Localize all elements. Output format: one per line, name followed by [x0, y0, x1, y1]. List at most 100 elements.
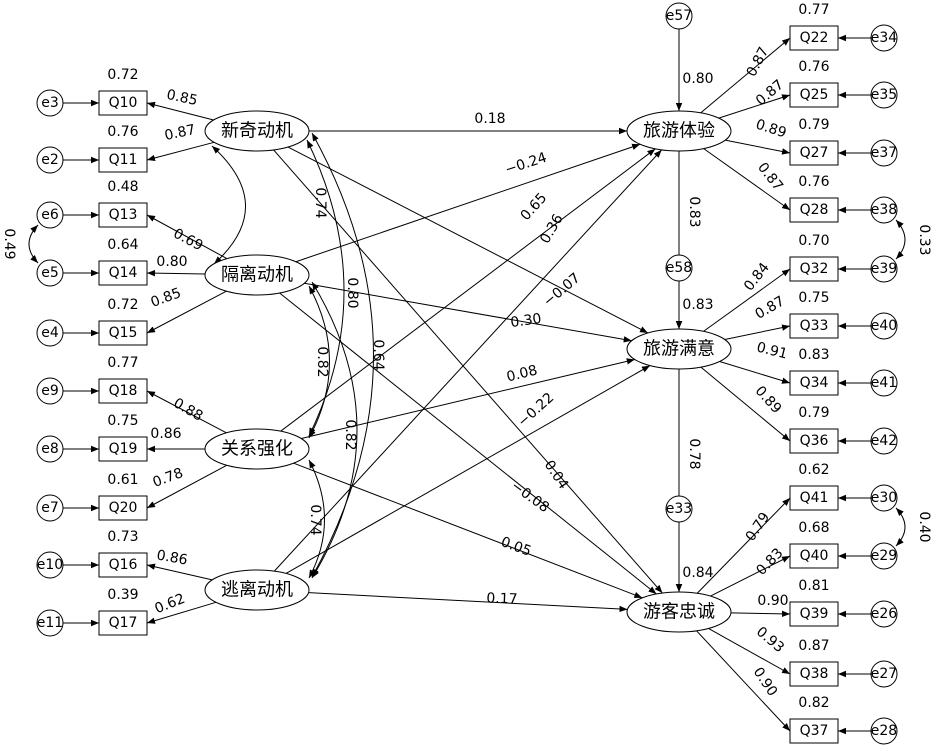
- indicator-box-Q18: [98, 378, 148, 404]
- indicator-box-Q14: [98, 260, 148, 286]
- indicator-r2-Q17: 0.39: [107, 587, 138, 603]
- indicator-box-Q13: [98, 202, 148, 228]
- indicator-box-Q22: [789, 25, 839, 51]
- path-coef-GL-TY: −0.24: [503, 150, 549, 179]
- latent-label-MY: 旅游满意: [643, 339, 715, 360]
- indicator-r2-Q28: 0.76: [798, 174, 829, 190]
- indicator-r2-Q20: 0.61: [107, 472, 138, 488]
- indicator-box-Q10: [98, 90, 148, 116]
- indicator-r2-Q14: 0.64: [107, 237, 138, 253]
- loading-Q40: [710, 555, 791, 597]
- error-label-e34: e34: [871, 30, 898, 46]
- indicator-label-Q27: Q27: [800, 145, 829, 161]
- indicator-label-Q19: Q19: [109, 441, 138, 457]
- error-node-e9: [36, 377, 64, 405]
- indicator-box-Q37: [789, 718, 839, 744]
- indicator-r2-Q33: 0.75: [798, 290, 829, 306]
- error-label-e7: e7: [41, 500, 59, 516]
- path-coef-TL-MY: −0.22: [515, 390, 558, 431]
- loading-coef-Q14: 0.80: [156, 254, 187, 270]
- error-label-e28: e28: [871, 723, 897, 739]
- path-GL-ZC: [279, 292, 657, 595]
- error-label-e5: e5: [41, 265, 59, 281]
- corr-GX-TL: [308, 459, 325, 579]
- path-TL-ZC: [308, 592, 628, 613]
- latent-node-MY: [626, 328, 732, 370]
- error-label-e30: e30: [871, 490, 897, 506]
- indicator-label-Q16: Q16: [109, 557, 138, 573]
- loading-Q37: [696, 630, 791, 732]
- indicator-label-Q17: Q17: [109, 615, 138, 631]
- indicator-label-Q20: Q20: [109, 500, 138, 516]
- error-label-e35: e35: [871, 87, 897, 103]
- indicator-box-Q16: [98, 552, 148, 578]
- indicator-box-Q20: [98, 495, 148, 521]
- indicator-box-Q38: [789, 661, 839, 687]
- path-coef-GX-TY: 0.65: [518, 190, 551, 224]
- indicator-r2-Q11: 0.76: [107, 124, 138, 140]
- endo-r2-e33: 0.84: [682, 565, 713, 581]
- loading-coef-Q34: 0.91: [755, 339, 789, 362]
- indicator-label-Q18: Q18: [109, 383, 138, 399]
- indicator-r2-Q39: 0.81: [798, 578, 829, 594]
- loading-Q33: [724, 324, 791, 341]
- error-node-e39: [870, 255, 898, 283]
- indicator-box-Q28: [789, 197, 839, 223]
- indicator-r2-Q27: 0.79: [798, 117, 829, 133]
- indicator-label-Q13: Q13: [109, 207, 138, 223]
- corr-coef-GX-TL: 0.74: [307, 504, 323, 535]
- error-label-e39: e39: [871, 261, 897, 277]
- loading-coef-Q32: 0.84: [741, 260, 773, 294]
- corr-XQ-GX: [306, 139, 345, 437]
- path-TL-TY: [273, 149, 663, 572]
- loading-coef-Q27: 0.89: [754, 117, 789, 142]
- error-label-e38: e38: [871, 202, 897, 218]
- corr-coef-XQ-TL: 0.64: [370, 339, 386, 370]
- loading-coef-Q28: 0.87: [754, 160, 786, 194]
- loading-Q27: [725, 139, 791, 155]
- latent-node-GX: [204, 428, 310, 470]
- indicator-label-Q10: Q10: [109, 95, 138, 111]
- error-node-e10: [36, 551, 64, 579]
- latent-node-TL: [204, 569, 310, 611]
- path-coef-XQ-ZC: 0.04: [541, 458, 572, 493]
- indicator-r2-Q41: 0.62: [798, 462, 829, 478]
- loading-coef-Q36: 0.89: [752, 383, 785, 417]
- indicator-box-Q27: [789, 140, 839, 166]
- error-node-e26: [870, 600, 898, 628]
- loading-coef-Q15: 0.85: [149, 285, 184, 311]
- loading-Q14: [146, 269, 206, 277]
- path-GX-TY: [280, 148, 656, 432]
- corr-XQ-TL: [311, 132, 374, 578]
- error-node-e6: [36, 201, 64, 229]
- error-label-e26: e26: [871, 606, 898, 622]
- error-node-e33: [665, 495, 693, 523]
- corr-coef-GL-TL: 0.82: [342, 419, 358, 450]
- latent-label-GL: 隔离动机: [221, 265, 293, 286]
- indicator-label-Q34: Q34: [800, 375, 829, 391]
- loading-Q38: [708, 628, 791, 675]
- path-coef-GX-MY: 0.08: [505, 362, 539, 385]
- loading-Q13: [146, 214, 228, 260]
- indicator-box-Q41: [789, 485, 839, 511]
- path-coef-TY-MY: 0.83: [686, 196, 702, 227]
- loading-Q22: [700, 37, 791, 114]
- indicator-box-Q11: [98, 147, 148, 173]
- loading-Q28: [703, 148, 791, 211]
- indicator-box-Q39: [789, 601, 839, 627]
- loading-Q39: [730, 610, 791, 618]
- error-cov-e38-e39: [895, 219, 906, 260]
- loading-Q10: [146, 101, 214, 121]
- indicator-box-Q40: [789, 543, 839, 569]
- error-node-e40: [870, 312, 898, 340]
- path-GL-MY: [304, 282, 632, 343]
- error-label-e37: e37: [871, 145, 897, 161]
- indicator-r2-Q19: 0.75: [107, 413, 138, 429]
- path-XQ-MY: [287, 146, 649, 334]
- error-label-e2: e2: [41, 152, 59, 168]
- loading-coef-Q10: 0.85: [165, 87, 199, 109]
- path-coef-GX-ZC: 0.05: [499, 534, 534, 560]
- error-node-e4: [36, 319, 64, 347]
- indicator-box-Q33: [789, 313, 839, 339]
- error-label-e58: e58: [666, 260, 692, 276]
